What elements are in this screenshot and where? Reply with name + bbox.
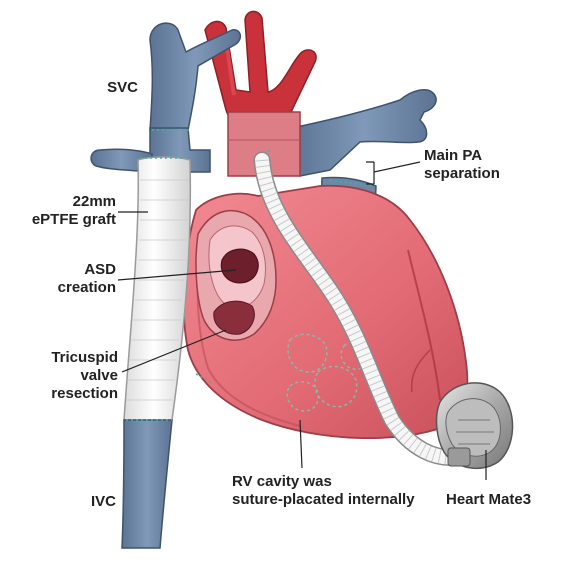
label-main-pa-line2: separation (424, 165, 500, 182)
pa-band (227, 111, 301, 177)
heart (182, 184, 469, 440)
label-main-pa-line1: Main PA (424, 147, 482, 164)
heartmate-device (435, 382, 514, 470)
label-asd-line2: creation (58, 279, 116, 296)
label-graft-line1: 22mm (73, 193, 116, 210)
eptfe-graft (123, 156, 192, 421)
label-heartmate: Heart Mate3 (446, 491, 531, 508)
label-tricuspid-line2: valve (80, 367, 118, 384)
label-svc: SVC (107, 79, 138, 96)
tricuspid-area (213, 300, 255, 335)
asd-hole (220, 248, 259, 284)
label-tricuspid-line1: Tricuspid (51, 349, 118, 366)
rv-plication (286, 333, 369, 412)
label-tricuspid-line3: resection (51, 385, 118, 402)
label-graft-line2: ePTFE graft (32, 211, 116, 228)
svc-vessel (90, 22, 242, 173)
graft-ribbing (126, 179, 189, 401)
label-rv-line1: RV cavity was (232, 473, 332, 490)
pointer-lines (117, 161, 487, 480)
label-ivc: IVC (91, 493, 116, 510)
ivc-vessel (121, 419, 173, 549)
outflow-graft (253, 151, 471, 466)
label-rv-line2: suture-placated internally (232, 491, 415, 508)
label-asd-line1: ASD (84, 261, 116, 278)
